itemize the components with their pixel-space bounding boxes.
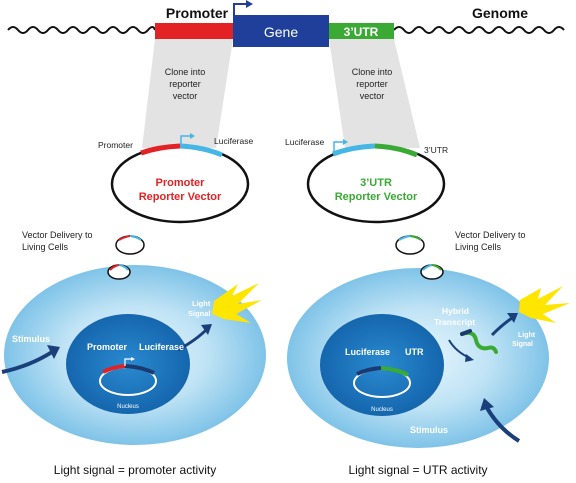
right-vector-title-1: 3’UTR [360,177,392,189]
left-vector-title-2: Reporter Vector [139,191,222,203]
caption-right: Light signal = UTR activity [348,463,487,477]
right-plasmid-luciferase [356,366,382,376]
left-light-signal-line1: Light [192,299,211,308]
caption-left: Light signal = promoter activity [54,463,216,477]
genome-utr-label: 3’UTR [344,25,379,39]
right-plasmid-utr [380,366,409,377]
hybrid-transcript-icon [460,330,498,354]
delivery-right-line2: Living Cells [455,242,502,252]
genome-wave-right [393,26,565,34]
right-vector-utr-label: 3’UTR [424,145,448,155]
gene-segment [233,15,329,47]
right-nucleus-label: Nucleus [371,407,393,413]
right-light-signal-line1: Light [518,332,536,339]
vector-luciferase-arc [179,143,223,158]
promoter-segment [155,23,233,39]
left-plasmid-tss-icon [124,358,132,366]
clone-left-line1: Clone into [165,67,206,77]
right-nucleus [320,314,444,416]
left-stimulus-arrow-icon [1,350,54,374]
right-clone-funnel [329,39,420,148]
left-nucleus-label: Nucleus [117,404,139,410]
delivery-left-line1: Vector Delivery to [22,230,93,240]
utr-segment [329,23,394,39]
right-hybrid-line1: Hybrid [442,306,469,316]
tss-arrow-icon [233,3,248,15]
right-vector-title-2: Reporter Vector [335,191,418,203]
right-vector-luciferase-label: Luciferase [285,137,324,147]
genome-strand [7,0,565,47]
vector-tss-arrow-icon [333,141,344,153]
clone-left-line2: reporter [169,79,201,89]
left-signal-arrow-icon [177,328,208,352]
left-vector-luciferase-label: Luciferase [214,136,253,146]
left-vector-title-1: Promoter [156,177,206,189]
right-light-flash-icon [519,286,570,323]
vector-tss-arrow-icon [180,135,191,145]
right-entering-vector [420,264,444,280]
left-promoter-label: Promoter [87,342,128,352]
left-plasmid-luciferase [124,364,155,375]
utr-reporter-vector [306,139,446,224]
left-luciferase-label: Luciferase [139,342,184,352]
right-cell [287,264,570,448]
delivery-left-line2: Living Cells [22,242,69,252]
left-light-signal-line2: Signal [188,309,211,318]
genome-wave-left [7,26,156,34]
genome-promoter-label: Promoter [166,5,229,21]
clone-right-line1: Clone into [352,67,393,77]
left-vector-promoter-label: Promoter [98,140,133,150]
genome-gene-label: Gene [264,24,298,40]
clone-right-line3: vector [360,91,385,101]
vector-utr-arc [374,143,418,158]
left-light-flash-icon [212,283,262,323]
right-utr-label: UTR [405,347,424,357]
right-signal-arrow-icon [490,316,513,337]
right-stimulus-label: Stimulus [410,425,448,435]
vector-promoter-arc [140,143,181,156]
left-clone-funnel [142,39,233,148]
left-nucleus [66,314,190,414]
left-small-vector [115,235,145,255]
promoter-reporter-vector [110,133,250,224]
right-light-signal-line2: Signal [512,341,533,348]
left-cell [1,264,266,445]
clone-right-line2: reporter [356,79,388,89]
right-stimulus-arrow-icon [484,405,521,443]
delivery-right-line1: Vector Delivery to [455,230,526,240]
left-plasmid-promoter [102,364,126,374]
tss-arrowhead-icon [246,0,253,8]
left-entering-vector [107,264,131,280]
right-hybrid-line2: Transcript [434,317,475,327]
left-stimulus-label: Stimulus [12,334,50,344]
genome-label: Genome [472,5,528,21]
clone-left-line3: vector [173,91,198,101]
right-luciferase-label: Luciferase [345,347,390,357]
vector-luciferase-arc [332,143,376,157]
right-small-vector [395,235,425,255]
